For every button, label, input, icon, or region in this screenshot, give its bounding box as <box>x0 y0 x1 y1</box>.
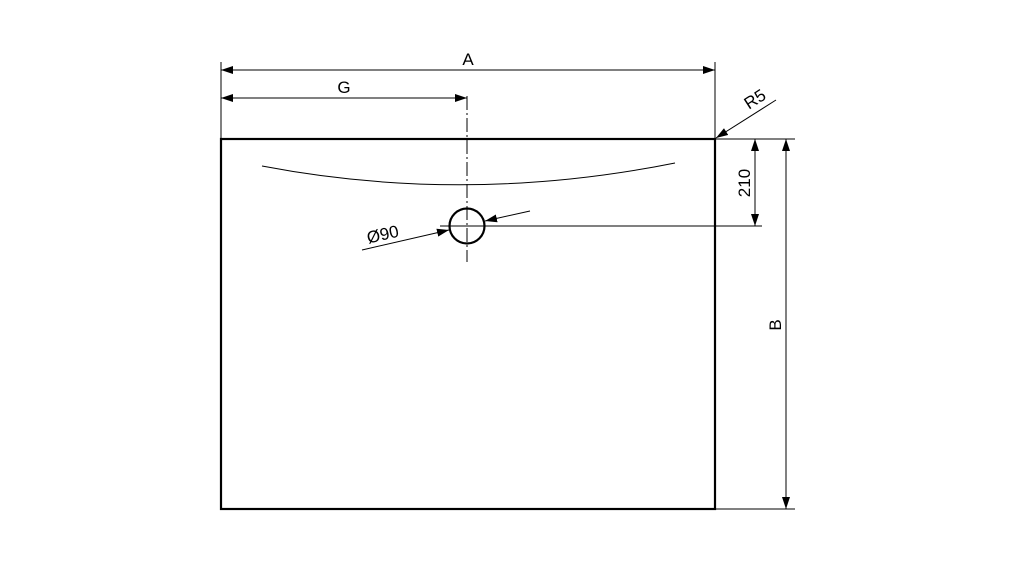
dimension-diameter: Ø90 <box>361 210 531 251</box>
dimension-A: A <box>220 50 716 139</box>
label-G: G <box>337 78 350 97</box>
label-210: 210 <box>735 169 754 197</box>
dimension-G: G <box>221 78 467 102</box>
label-R5: R5 <box>741 86 770 114</box>
label-A: A <box>462 50 474 69</box>
label-B: B <box>766 319 785 330</box>
dimension-R5: R5 <box>715 86 777 139</box>
dimension-210: 210 <box>484 138 795 227</box>
tray-outline <box>219 137 717 511</box>
slope-curve <box>261 162 676 186</box>
dimension-B: B <box>715 139 795 510</box>
label-diameter: Ø90 <box>365 222 401 248</box>
